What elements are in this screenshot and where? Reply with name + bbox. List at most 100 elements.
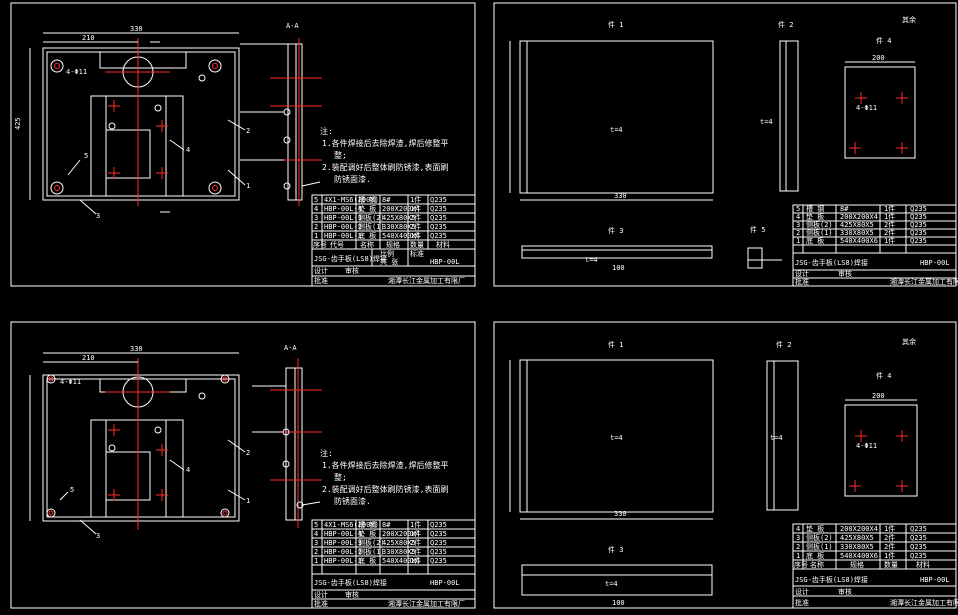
bom-bl-r2-name: 侧板(1) <box>358 547 385 556</box>
design-tl: 设计 <box>314 266 328 275</box>
part-1-view-top <box>509 40 714 201</box>
dim-210-bottom: 210 <box>82 354 95 362</box>
bom-br-h-n: 序号 <box>794 560 808 569</box>
part3-label-top: 件 3 <box>608 226 623 235</box>
bom-bl-r1-code: HBP-00L-1 <box>324 557 362 565</box>
bom-tl-r1: 1 <box>314 232 318 240</box>
part1-thk-top: t=4 <box>610 126 623 134</box>
bom-tr-r5-qty: 1件 <box>884 204 895 213</box>
bom-tl-r4-spec: 200X200X4 <box>382 205 420 213</box>
bom-bl-r5-mat: Q235 <box>430 521 447 529</box>
bom-tr-r4-qty: 1件 <box>884 212 895 221</box>
check-br: 审核 <box>838 587 852 596</box>
bom-tl-r4-name: 垫 板 <box>358 204 376 213</box>
bom-br-r2-spec: 330X80X5 <box>840 543 874 551</box>
bom-tl-r3-name: 侧板(2) <box>358 213 385 222</box>
bom-tl-r3-mat: Q235 <box>430 214 447 222</box>
bom-br-r4: 4 <box>796 525 800 533</box>
bom-tl-r2-name: 侧板(1) <box>358 222 385 231</box>
company-tl: 湘潭长江金属加工有限厂 <box>388 276 465 285</box>
bom-tl-r1-code: HBP-00L-1 <box>324 232 362 240</box>
bom-tr-r4: 4 <box>796 213 800 221</box>
bom-tl-r5-qty: 1件 <box>410 195 421 204</box>
part4-label-top: 件 4 <box>876 36 891 45</box>
part1-dim-top: 330 <box>614 192 627 200</box>
notes-line1-bottom: 1.各件焊接后去除焊渣,焊后修整平 <box>322 460 448 470</box>
sheet-label-tl: 共 张 <box>380 257 398 266</box>
bom-bl-r2-qty: 2件 <box>410 547 421 556</box>
bom-tr-r2: 2 <box>796 229 800 237</box>
bom-bl-r4-spec: 200X200X4 <box>382 530 420 538</box>
notes-line1-top: 1.各件焊接后去除焊渣,焊后修整平 <box>322 138 448 148</box>
approve-tr: 批准 <box>795 277 809 286</box>
part-2-view-bottom <box>766 360 799 511</box>
bom-tl-r4-mat: Q235 <box>430 205 447 213</box>
section-label-bottom: A-A <box>284 344 297 352</box>
notes-line2b-top: 防锈面漆. <box>334 174 371 184</box>
bom-bl-r3-spec: 425X80X5 <box>382 539 416 547</box>
bom-br-r2-mat: Q235 <box>910 543 927 551</box>
drawing-id-top-right: JSG-齿手板(LS8)焊接 <box>795 258 868 267</box>
part-label-2-top: 2 <box>246 127 250 135</box>
bom-bl-r2: 2 <box>314 548 318 556</box>
bom-tr-r5: 5 <box>796 205 800 213</box>
bom-br-h-spec: 规格 <box>850 560 864 569</box>
drawing-id-bottom-right: JSG-齿手板(LS8)焊接 <box>795 575 868 584</box>
bom-bl-r3: 3 <box>314 539 318 547</box>
bom-tl-r4: 4 <box>314 205 318 213</box>
bom-tl-h-qty: 数量 <box>410 240 424 249</box>
part-5-view-top <box>747 247 782 269</box>
bom-tr-r1-qty: 1件 <box>884 236 895 245</box>
bom-br-r2-name: 侧板(1) <box>806 542 833 551</box>
bom-tr-r5-mat: Q235 <box>910 205 927 213</box>
bom-tr-r4-mat: Q235 <box>910 213 927 221</box>
bom-tl-r4-qty: 1件 <box>410 204 421 213</box>
bom-tl-r1-qty: 1件 <box>410 231 421 240</box>
bom-bl-r3-mat: Q235 <box>430 539 447 547</box>
dim-width-bottom: 330 <box>130 345 143 353</box>
dim-height-top: 425 <box>14 117 22 130</box>
notes-line2-top: 2.装配调好后整体刷防锈漆,表面刷 <box>322 162 448 172</box>
part4-hole-top: 4-Φ11 <box>856 104 877 112</box>
part2-thk-bottom: t=4 <box>770 434 783 442</box>
bom-br-r3-name: 侧板(2) <box>806 533 833 542</box>
bom-tl-h-n: 序号 <box>313 240 327 249</box>
notes-line2b-bottom: 防锈面漆. <box>334 496 371 506</box>
part4-hole-bottom: 4-Φ11 <box>856 442 877 450</box>
bom-tl-r3-spec: 425X80X5 <box>382 214 416 222</box>
section-aa-bottom <box>252 358 322 528</box>
part1-thk-bottom: t=4 <box>610 434 623 442</box>
bom-tl-r5-spec: 8# <box>382 196 391 204</box>
bom-bl-r5: 5 <box>314 521 318 529</box>
part4-dim-top: 200 <box>872 54 885 62</box>
rest-label-top: 其余 <box>902 15 916 24</box>
part-label-5-bottom: 5 <box>70 486 74 494</box>
part-1-view-bottom <box>509 359 714 520</box>
hole-callout-top: 4-Φ11 <box>66 68 87 76</box>
bom-tr-r4-spec: 200X200X4 <box>840 213 878 221</box>
bom-br-r2-qty: 2件 <box>884 542 895 551</box>
part-label-4-top: 4 <box>186 146 190 154</box>
bom-table-bottom-right <box>792 523 957 609</box>
bom-br-r4-qty: 1件 <box>884 524 895 533</box>
bom-tr-r4-name: 垫 板 <box>806 212 824 221</box>
company-br: 湘潭长江金属加工有限厂 <box>890 598 958 607</box>
sheet-frame-bottom-right <box>493 321 957 609</box>
bom-tr-r1-spec: 540X400X6 <box>840 237 878 245</box>
bom-tr-r5-spec: 8# <box>840 205 849 213</box>
bom-bl-r2-spec: 330X80X5 <box>382 548 416 556</box>
notes-line1b-top: 整; <box>334 150 347 160</box>
bom-br-h-name: 名称 <box>810 560 824 569</box>
bom-bl-r1-name: 底 板 <box>358 556 376 565</box>
part3-dim-bottom: 100 <box>612 599 625 607</box>
bom-tl-r5: 5 <box>314 196 318 204</box>
sheet-frame-top-right <box>493 2 957 287</box>
bom-tr-r5-name: 槽 钢 <box>806 204 824 213</box>
bom-br-r1-name: 底 板 <box>806 551 824 560</box>
bom-bl-r5-code: 4X1-MS6(200M) <box>324 521 379 529</box>
design-tr: 设计 <box>795 269 809 278</box>
bom-bl-r1-mat: Q235 <box>430 557 447 565</box>
drawing-id-top-left: JSG-齿手板(LS8)焊接 <box>314 254 387 263</box>
section-aa-top <box>240 38 322 206</box>
